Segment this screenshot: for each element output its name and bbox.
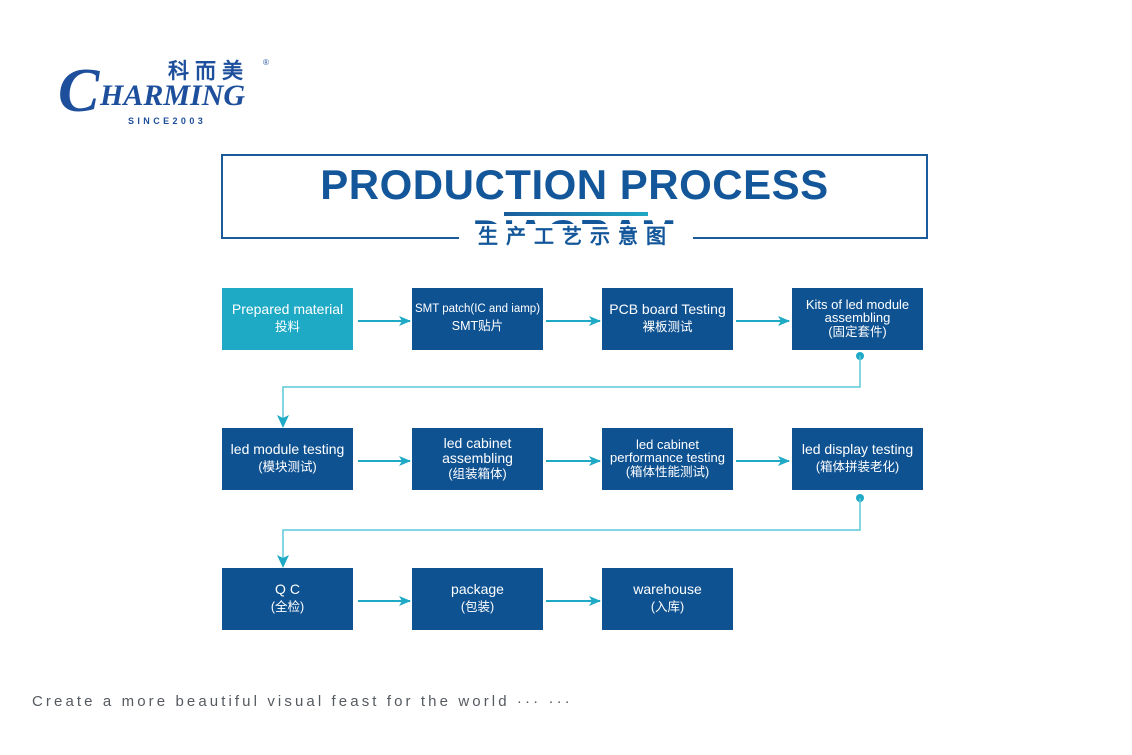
step-label-en: led cabinet assembling: [442, 434, 513, 466]
step-smt-patch: SMT patch(IC and iamp) SMT贴片: [412, 288, 543, 350]
logo-name: HARMING: [100, 79, 246, 112]
step-label-cn: SMT贴片: [451, 319, 504, 333]
title-frame: PRODUCTION PROCESS DIAGRAM 生产工艺示意图: [221, 154, 928, 258]
logo-chinese-name: 科而美: [168, 60, 249, 83]
title-underline: [504, 212, 648, 216]
logo-initial: C: [58, 57, 100, 125]
subtitle-wrap: 生产工艺示意图: [459, 224, 693, 250]
step-warehouse: warehouse (入库): [602, 568, 733, 630]
connector-4-5: [282, 356, 861, 426]
step-label-en: PCB board Testing: [609, 301, 726, 317]
step-prepared-material: Prepared material 投料: [222, 288, 353, 350]
company-logo: C HARMING 科而美 ® SINCE2003: [58, 58, 278, 130]
connector-arrowhead-2: [277, 555, 289, 568]
step-led-cabinet-performance: led cabinet performance testing (箱体性能测试): [602, 428, 733, 490]
step-label-cn: (箱体性能测试): [625, 464, 710, 479]
step-led-display-testing: led display testing (箱体拼装老化): [792, 428, 923, 490]
page-title: PRODUCTION PROCESS DIAGRAM: [320, 161, 829, 258]
step-label-cn: 裸板测试: [642, 320, 693, 334]
step-label-cn: (全检): [270, 600, 305, 614]
step-label-en: Prepared material: [231, 301, 344, 317]
footer-slogan: Create a more beautiful visual feast for…: [32, 693, 573, 710]
step-pcb-board-testing: PCB board Testing 裸板测试: [602, 288, 733, 350]
step-kits-led-module: Kits of led module assembling (固定套件): [792, 288, 923, 350]
logo-since: SINCE2003: [128, 116, 207, 126]
step-label-en: led module testing: [230, 441, 345, 457]
step-label-cn: (入库): [650, 600, 685, 614]
step-label-en: Q C: [275, 581, 300, 597]
step-label-cn: (箱体拼装老化): [815, 460, 900, 474]
step-label-en: Kits of led module assembling: [805, 296, 910, 325]
step-led-cabinet-assembling: led cabinet assembling (组装箱体): [412, 428, 543, 490]
step-package: package (包装): [412, 568, 543, 630]
step-label-cn: (固定套件): [828, 324, 887, 339]
step-label-cn: 投料: [274, 320, 300, 334]
page-subtitle-cn: 生产工艺示意图: [478, 226, 674, 248]
step-label-cn: (包装): [460, 600, 495, 614]
step-label-en: led display testing: [801, 441, 914, 457]
step-label-cn: (模块测试): [258, 460, 317, 474]
step-label-en: package: [451, 581, 504, 597]
step-label-en: warehouse: [633, 581, 702, 597]
step-label-en: SMT patch(IC and iamp): [414, 303, 541, 315]
connector-arrowhead-1: [277, 415, 289, 428]
connector-8-9: [282, 498, 861, 566]
step-label-en: led cabinet performance testing: [610, 436, 725, 465]
registered-mark-icon: ®: [263, 58, 269, 67]
step-led-module-testing: led module testing (模块测试): [222, 428, 353, 490]
step-label-cn: (组装箱体): [448, 466, 507, 481]
step-qc: Q C (全检): [222, 568, 353, 630]
